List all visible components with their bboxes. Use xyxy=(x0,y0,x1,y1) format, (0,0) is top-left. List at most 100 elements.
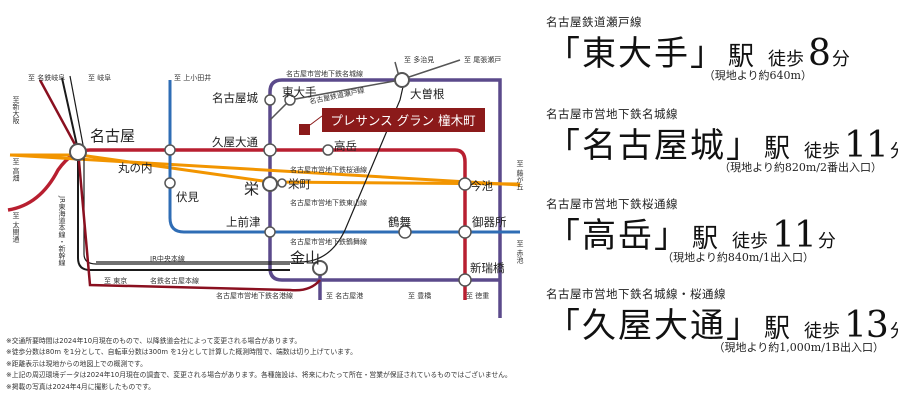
higashiyama-line xyxy=(9,153,521,187)
station-marker-sakae xyxy=(262,176,278,192)
station-marker-marunouchi xyxy=(164,144,176,156)
dir-akaike: 至 赤池 xyxy=(516,240,524,263)
access-station-name: 「名古屋城」 xyxy=(546,126,762,166)
meitetsu-line xyxy=(38,79,321,292)
label-tsurumai: 鶴舞 xyxy=(388,215,411,229)
jr-tokaido-line xyxy=(61,77,290,271)
dir-kamiotai: 至 上小田井 xyxy=(174,73,211,82)
label-marunouchi: 丸の内 xyxy=(118,161,153,175)
access-walk: 徒歩 xyxy=(804,321,841,342)
access-walk: 徒歩 xyxy=(804,141,841,162)
note-3: ※距離表示は現地からの地図上での概測です。 xyxy=(6,359,147,368)
jr-tokaido-line-2 xyxy=(69,75,290,265)
access-panel: 名古屋鉄道瀬戸線 「東大手」 駅 徒歩 8 分 （現地より約640m） 名古屋市… xyxy=(546,0,898,415)
label-jr-tokaido: JR東海道本線・新幹線 xyxy=(58,195,66,266)
station-marker-fushimi xyxy=(164,177,176,189)
station-marker-imaike xyxy=(458,177,472,191)
access-minutes: 11 xyxy=(772,215,817,256)
station-marker-kamimaezu xyxy=(264,226,276,238)
dir-toyohashi: 至 豊橋 xyxy=(408,291,431,300)
access-line: 名古屋鉄道瀬戸線 xyxy=(546,15,642,29)
access-note: （現地より約640m） xyxy=(703,69,812,82)
access-line: 名古屋市営地下鉄桜通線 xyxy=(546,197,678,211)
label-meijo-top: 名古屋市営地下鉄名城線 xyxy=(286,69,363,78)
station-marker-hisaya xyxy=(263,143,277,157)
notes: ※交通所要時間は2024年10月現在のもので、以降鉄道会社によって変更される場合… xyxy=(6,336,526,393)
label-jr-chuo: JR中央本線 xyxy=(149,254,185,263)
access-station-name: 「高岳」 xyxy=(546,216,690,256)
label-takaoka: 高岳 xyxy=(334,139,357,153)
property-label-box xyxy=(322,108,485,132)
note-1: ※交通所要時間は2024年10月現在のもので、以降鉄道会社によって変更される場合… xyxy=(6,337,302,345)
access-note: （現地より約820m/2番出入口） xyxy=(719,161,882,174)
label-ozone: 大曽根 xyxy=(410,87,445,101)
higashiyama-main xyxy=(10,153,521,186)
access-eki: 駅 xyxy=(692,224,719,254)
access-note: （現地より約1,000m/1B出入口） xyxy=(713,341,885,354)
label-shinmizuhashi: 新瑞橋 xyxy=(470,261,505,275)
access-station-name: 「東大手」 xyxy=(546,34,726,74)
tsurumai-line xyxy=(168,80,520,234)
dir-shin-osaka: 至新大阪 xyxy=(12,96,20,125)
dir-nagoyako: 至 名古屋港 xyxy=(326,291,363,300)
access-unit: 分 xyxy=(831,49,850,70)
access-eki: 駅 xyxy=(728,42,755,72)
dir-tokyo: 至 東京 xyxy=(104,276,127,285)
note-2: ※徒歩分数は80m を1分として、自転車分数は300m を1分として計算した概測… xyxy=(6,348,357,357)
label-meiko: 名古屋市営地下鉄名港線 xyxy=(216,291,293,300)
access-hisayaodori: 名古屋市営地下鉄名城線・桜通線 「久屋大通」 駅 徒歩 13 分 （現地より約1… xyxy=(546,286,898,355)
station-marker-nagoyajo xyxy=(264,94,276,106)
label-sakae: 栄 xyxy=(244,180,259,198)
label-imaike: 今池 xyxy=(470,179,493,193)
station-marker-tsurumai xyxy=(398,225,412,239)
jr-chuo-line xyxy=(96,77,406,263)
label-seto: 名古屋鉄道瀬戸線 xyxy=(309,86,366,106)
dir-takabata: 至 高畑 xyxy=(12,158,20,182)
station-marker-ozone xyxy=(394,72,410,88)
label-sakaemachi: 栄町 xyxy=(288,177,311,191)
station-marker-nagoya xyxy=(69,143,87,161)
route-map: プレサンス グラン 橦木町 名古屋 丸の内 伏見 栄 久屋大通 名古屋城 東大手… xyxy=(7,55,524,318)
property-label: プレサンス グラン 橦木町 xyxy=(330,113,475,128)
meijo-line xyxy=(268,78,502,318)
label-kanayama: 金山 xyxy=(290,249,320,267)
dir-tokuju: 至 徳重 xyxy=(466,291,489,300)
label-meitetsu: 名鉄名古屋本線 xyxy=(150,276,199,285)
access-line: 名古屋市営地下鉄名城線・桜通線 xyxy=(546,287,726,301)
station-marker-higashiote xyxy=(284,94,296,106)
label-kamimaezu: 上前津 xyxy=(226,215,261,229)
label-nagoyajo: 名古屋城 xyxy=(212,91,258,105)
access-minutes: 11 xyxy=(844,125,889,166)
access-eki: 駅 xyxy=(764,134,791,164)
property-marker xyxy=(299,124,310,135)
station-marker-kanayama xyxy=(312,260,328,276)
access-higashiote: 名古屋鉄道瀬戸線 「東大手」 駅 徒歩 8 分 （現地より約640m） xyxy=(546,14,850,83)
dir-owariseto: 至 尾張瀬戸 xyxy=(464,55,501,64)
label-higashiote: 東大手 xyxy=(282,85,317,99)
label-nagoya: 名古屋 xyxy=(90,127,135,145)
label-hisayaodori: 久屋大通 xyxy=(212,135,258,149)
label-gokisho: 御器所 xyxy=(472,215,507,229)
access-walk: 徒歩 xyxy=(732,231,769,252)
access-eki: 駅 xyxy=(764,314,791,344)
access-unit: 分 xyxy=(890,317,898,343)
station-marker-takaoka xyxy=(322,144,334,156)
station-marker-gokisho xyxy=(458,225,472,239)
access-note: （現地より約840m/1出入口） xyxy=(662,251,814,264)
access-walk: 徒歩 xyxy=(768,49,805,70)
label-tsurumai-line: 名古屋市営地下鉄鶴舞線 xyxy=(290,237,367,246)
note-4: ※上記の周辺環境データは2024年10月現在の調査で、変更される場合があります。… xyxy=(6,371,512,380)
dir-tajimi: 至 多治見 xyxy=(404,55,434,64)
station-marker-sakaemachi xyxy=(277,178,287,188)
access-minutes: 8 xyxy=(808,33,831,74)
property-leader xyxy=(309,115,323,126)
access-station-name: 「久屋大通」 xyxy=(546,306,762,346)
seto-line xyxy=(269,59,461,121)
access-takaoka: 名古屋市営地下鉄桜通線 「高岳」 駅 徒歩 11 分 （現地より約840m/1出… xyxy=(546,196,836,265)
dir-taiko: 至 太閤通 xyxy=(12,212,20,243)
label-higashiyama: 名古屋市営地下鉄東山線 xyxy=(290,198,367,207)
dir-fujigaoka: 至 藤が丘 xyxy=(516,160,524,190)
access-nagoyajo: 名古屋市営地下鉄名城線 「名古屋城」 駅 徒歩 11 分 （現地より約820m/… xyxy=(546,106,898,175)
dir-gifu: 至 岐阜 xyxy=(88,73,111,82)
station-marker-shinmizuhashi xyxy=(458,273,472,287)
